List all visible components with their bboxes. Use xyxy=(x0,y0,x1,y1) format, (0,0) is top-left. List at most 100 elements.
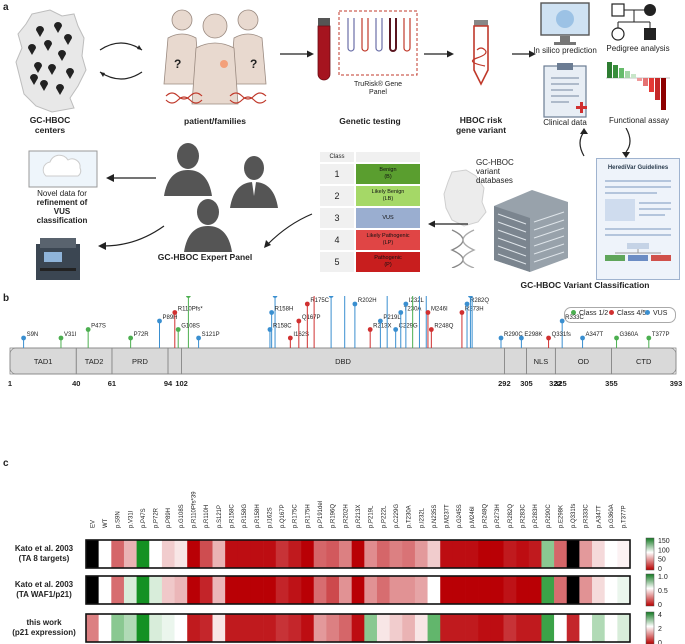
variant-label: T377P xyxy=(652,332,670,338)
column-label: p.P222L xyxy=(381,505,387,528)
tick-label: 322 xyxy=(549,379,562,388)
column-label: p.R283C xyxy=(520,504,526,528)
column-label: p.R110H xyxy=(204,505,210,528)
heatmap-cell xyxy=(212,614,226,642)
heatmap-cell xyxy=(136,576,150,604)
column-label: EV xyxy=(90,520,96,528)
clipboard-icon xyxy=(543,63,587,118)
heatmap-cell xyxy=(541,540,555,568)
variant-pin xyxy=(393,327,399,332)
heredivar-guidelines-document: HerediVar Guidelines xyxy=(596,158,680,280)
variant-label: G360A xyxy=(620,332,639,338)
variant-pin xyxy=(272,296,278,298)
scale-tick-label: 50 xyxy=(658,557,666,564)
tick-label: 94 xyxy=(164,379,173,388)
heatmap-cell xyxy=(427,540,441,568)
heatmap-cell xyxy=(516,540,530,568)
germany-outline-icon xyxy=(443,169,487,227)
scale-tick-label: 2 xyxy=(658,626,662,633)
heatmap-cell xyxy=(339,614,352,642)
heatmap-cell xyxy=(225,540,239,568)
heatmap-cell xyxy=(86,614,99,642)
heatmap-frame xyxy=(85,613,631,643)
class-number: 1 xyxy=(320,164,354,184)
heatmap-cell xyxy=(98,540,112,568)
heatmap-cell xyxy=(136,540,150,568)
heatmap-cell xyxy=(288,614,302,642)
domain-label: CTD xyxy=(636,357,652,366)
heatmap-cell xyxy=(389,614,403,642)
heatmap-cell xyxy=(440,614,454,642)
heatmap-cell xyxy=(452,576,466,604)
heatmap-cell xyxy=(86,576,99,604)
domain-label: TAD2 xyxy=(85,357,104,366)
class-name: Pathogenic (P) xyxy=(356,252,420,272)
heatmap-cell xyxy=(465,540,479,568)
heatmap-cell xyxy=(440,576,454,604)
variant-pin xyxy=(498,335,504,341)
variant-databases-label: GC-HBOC variant databases xyxy=(476,158,514,186)
variant-pin xyxy=(546,335,551,341)
heatmap-cell xyxy=(149,576,163,604)
heatmap-cell xyxy=(452,614,466,642)
tick-label: 61 xyxy=(108,379,116,388)
column-label: p.R158H xyxy=(255,504,261,528)
heatmap-cell xyxy=(187,614,201,642)
clinical-data-label: Clinical data xyxy=(543,118,587,127)
heatmap-cell xyxy=(541,576,555,604)
variant-label: R202H xyxy=(358,298,377,304)
variant-label: Q167P xyxy=(302,315,321,321)
heatmap-frame xyxy=(85,539,631,569)
arrow-left-icon xyxy=(98,225,165,250)
variant-label: P47S xyxy=(91,324,106,330)
column-label: p.E298K xyxy=(558,505,564,528)
domain-label: PRD xyxy=(132,357,148,366)
heatmap-cell xyxy=(516,614,530,642)
tick-label: 1 xyxy=(8,379,12,388)
patients-label: patient/families xyxy=(184,116,246,126)
gene-panel-plate-icon xyxy=(338,10,418,76)
class-header: Class xyxy=(320,152,354,162)
variant-pin xyxy=(646,335,652,341)
arrow-up-icon xyxy=(579,128,588,157)
variant-label: R248Q xyxy=(434,324,453,330)
variant-pin xyxy=(304,301,310,307)
column-label: p.R175C xyxy=(293,504,299,528)
variant-pin xyxy=(21,335,26,341)
variant-label: Q331fs xyxy=(552,332,571,338)
arrow-right-icon xyxy=(512,50,536,58)
variant-pin xyxy=(269,310,275,315)
heatmap-cell xyxy=(174,614,188,642)
column-label: p.R333C xyxy=(584,504,590,528)
row-label: (p21 expression) xyxy=(12,628,76,637)
tick-label: 325 xyxy=(554,379,567,388)
column-label: p.N235S xyxy=(432,505,438,528)
heatmap-cell xyxy=(161,540,175,568)
heatmap-cell xyxy=(86,540,99,568)
variant-label: R213X xyxy=(373,324,391,330)
heatmap-cell xyxy=(465,614,479,642)
heatmap-cell xyxy=(554,540,568,568)
scale-tick-label: 0 xyxy=(658,640,662,644)
variant-label: M246I xyxy=(431,307,448,313)
functional-assay-label: Functional assay xyxy=(608,116,670,125)
heatmap-cell xyxy=(427,614,441,642)
pedigree-icon xyxy=(611,3,656,41)
column-label: p.A347T xyxy=(596,505,602,528)
variant-label: G108S xyxy=(181,324,200,330)
heatmap-cell xyxy=(478,576,492,604)
in-silico-label: In silico prediction xyxy=(533,46,597,55)
panel-c-letter: c xyxy=(3,458,9,469)
column-label: p.P72R xyxy=(154,507,160,528)
scale-tick-label: 100 xyxy=(658,547,670,554)
heatmap-cell xyxy=(592,540,605,568)
column-label: p.G360A xyxy=(609,504,615,528)
heatmap-cell xyxy=(225,576,239,604)
heatmap-cell xyxy=(136,614,150,642)
heatmap-cell xyxy=(414,576,428,604)
heatmap-cell xyxy=(566,614,580,642)
variant-label: C229G xyxy=(399,324,418,330)
variant-legend: Class 1/2 Class 4/5 VUS xyxy=(564,307,676,323)
heatmap-cell xyxy=(288,576,302,604)
